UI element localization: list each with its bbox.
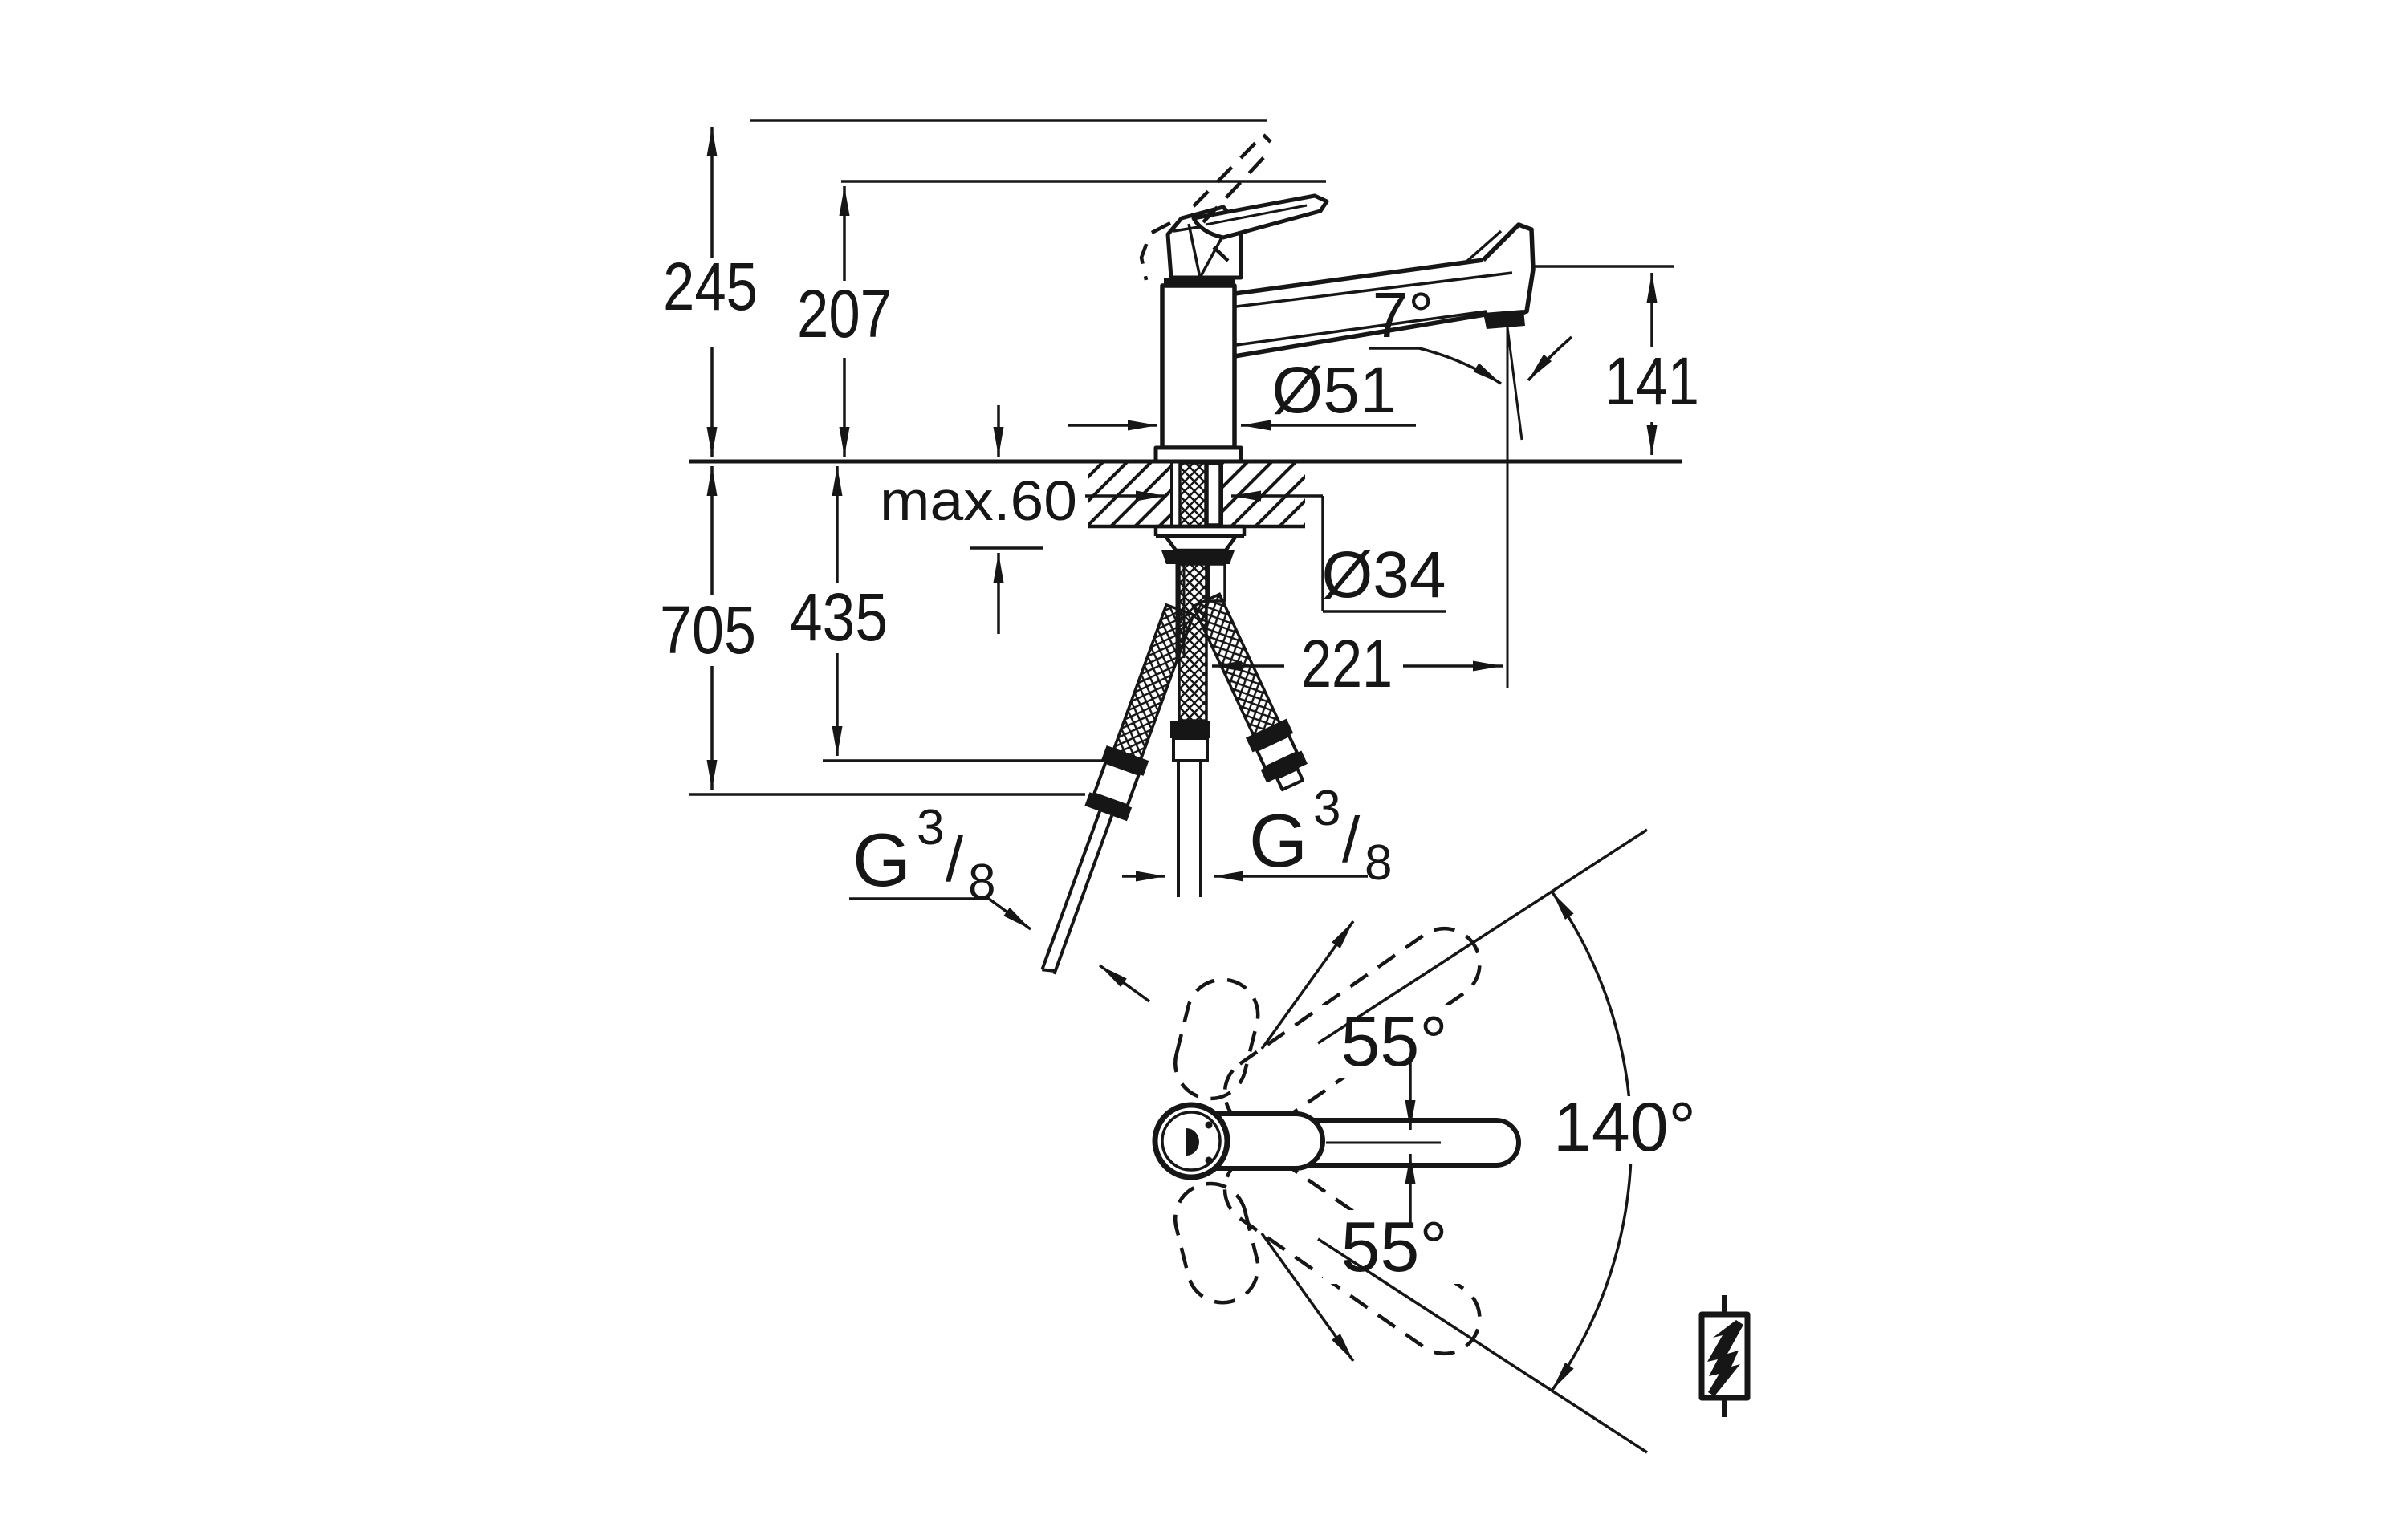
- dim-spout-tip-height: 207: [797, 276, 892, 351]
- dashed-lever-lines: [1192, 133, 1273, 224]
- dim-hose-depth: 435: [790, 579, 888, 655]
- reference-lines: [689, 119, 1674, 796]
- dim-spout-reach: 221: [1301, 626, 1393, 701]
- lever-position-up-dashed: [1173, 977, 1260, 1101]
- pivot-dot-top: [1205, 1121, 1213, 1129]
- hose-thread-g: G: [852, 818, 911, 902]
- mounting-nut: [1161, 550, 1235, 564]
- dim-55-upper-line: [1260, 920, 1355, 1050]
- front-view: 245 207 141 705 435 221 max.60 Ø51 Ø34 7…: [653, 119, 1705, 1003]
- dimension-labels: 245 207 141 705 435 221 max.60 Ø51 Ø34 7…: [653, 249, 1705, 910]
- lever-raised-dashed: [1139, 133, 1273, 286]
- stud-thread-g: G: [1249, 798, 1308, 883]
- swivel-solid-body: [1152, 1102, 1521, 1180]
- spout-seam: [1464, 229, 1503, 264]
- lever-inner-line: [1205, 204, 1308, 226]
- left-hose-nut-a: [1100, 745, 1149, 776]
- left-hose-pipe: [1040, 810, 1114, 975]
- cartridge-mark: [1186, 1128, 1199, 1156]
- dim-hole-diameter: Ø34: [1322, 538, 1446, 611]
- dim-outlet-height: 141: [1605, 343, 1699, 419]
- stud-thread-label: G 3 / 8: [1249, 781, 1392, 891]
- spout-end-cap: [1482, 222, 1536, 319]
- hose-thread-slash: /: [946, 823, 964, 895]
- dimension-lines: [706, 127, 1658, 1003]
- dim-spout-angle: 7°: [1373, 279, 1434, 351]
- angle-7-leader-left: [1369, 347, 1502, 385]
- base-flange: [1153, 445, 1243, 464]
- electric-heater-icon: [1698, 1295, 1751, 1417]
- dim-max-counter-thickness: max.60: [880, 469, 1077, 532]
- body-column: [1160, 283, 1237, 450]
- shank-through-counter: [1178, 461, 1207, 528]
- center-hose-fitting-a: [1170, 721, 1210, 738]
- center-hose-fitting-b: [1172, 737, 1209, 762]
- stabilizer-cone: [1163, 534, 1239, 553]
- dim-swivel-total: 140°: [1553, 1089, 1696, 1166]
- stud-pipe: [1177, 761, 1202, 897]
- d34-leader: [1321, 496, 1446, 613]
- body-top-circle-inner: [1161, 1111, 1222, 1172]
- pivot-dot-bottom: [1205, 1156, 1213, 1164]
- lever-position-down-dashed: [1173, 1181, 1260, 1305]
- lightning-bolt-icon: [1707, 1320, 1743, 1396]
- angle-7-leader-right: [1527, 335, 1573, 382]
- mounting-stud-right: [1206, 462, 1222, 526]
- left-hose-nut-c: [1084, 792, 1133, 822]
- dim-55-lower-line: [1260, 1232, 1355, 1363]
- lever: [1191, 193, 1329, 240]
- spout-top-edge: [1234, 258, 1484, 296]
- mounting-hardware: [1040, 461, 1308, 975]
- dim-swivel-lower: 55°: [1340, 1207, 1447, 1286]
- swivel-boundary-upper: [1317, 828, 1648, 1045]
- g38-left-leader-2: [1098, 964, 1151, 1003]
- faucet-outline: [1139, 133, 1536, 688]
- stud-thread-slash: /: [1342, 804, 1361, 875]
- stud-thread-sup: 3: [1313, 781, 1340, 836]
- hose-thread-label: G 3 / 8: [852, 800, 995, 910]
- dim-overall-height: 245: [663, 249, 758, 324]
- g38-left-leader: [849, 897, 1032, 931]
- spout-inner-line: [1235, 271, 1513, 308]
- right-hose-nut-c: [1260, 750, 1308, 783]
- dim-swivel-upper: 55°: [1340, 1001, 1447, 1081]
- right-hose-stub: [1275, 766, 1305, 792]
- tilt-7deg-line: [1506, 327, 1523, 441]
- hose-thread-sup: 3: [917, 800, 944, 855]
- hose-thread-sub: 8: [968, 855, 995, 910]
- spout-inner-line-2: [1235, 310, 1487, 347]
- spout: [1234, 222, 1536, 359]
- dim-under-counter-depth: 705: [660, 592, 756, 668]
- dashed-knob-outline: [1139, 221, 1230, 286]
- stud-thread-sub: 8: [1365, 835, 1392, 891]
- right-hose-nut-a: [1246, 718, 1294, 753]
- swivel-boundary-lower: [1317, 1237, 1648, 1454]
- left-hose: [1040, 603, 1196, 975]
- dim-body-diameter: Ø51: [1272, 354, 1397, 427]
- aerator: [1483, 310, 1525, 329]
- top-view: 55° 55° 140°: [1152, 828, 1710, 1454]
- handle: [1165, 193, 1329, 280]
